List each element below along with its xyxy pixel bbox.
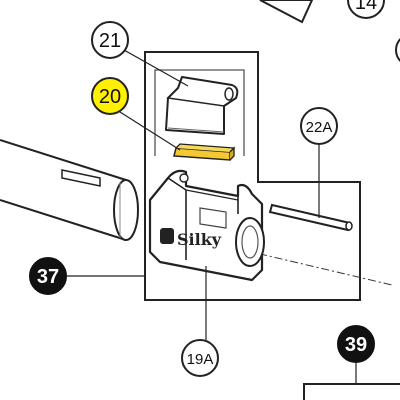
silky-logo: Silky [160, 228, 222, 249]
callout-19a: 19A [181, 339, 219, 377]
assembly-boundary [144, 51, 361, 301]
axis-centerline [149, 227, 393, 286]
callout-22a-label: 22A [306, 119, 333, 136]
callout-14: 14 [347, 0, 385, 19]
callout-20-label: 20 [99, 86, 121, 108]
silky-logo-text: Silky [177, 230, 222, 249]
callout-22a: 22A [300, 107, 338, 145]
cap [165, 76, 239, 135]
callout-14-label: 14 [355, 0, 377, 14]
callout-19a-label: 19A [187, 351, 214, 368]
callout-37: 37 [29, 257, 67, 295]
callout-39: 39 [337, 325, 375, 363]
leader-lines [64, 49, 357, 384]
callout-21-label: 21 [99, 30, 121, 52]
callout-39-label: 39 [345, 334, 367, 356]
housing-body [148, 169, 265, 282]
callout-20: 20 [91, 77, 129, 115]
adjacent-assembly-boundary [303, 383, 400, 400]
yellow-pad [173, 143, 236, 161]
callout-21: 21 [91, 21, 129, 59]
pin [268, 203, 353, 232]
subassembly-boundary [154, 69, 245, 156]
top-right-part [259, 0, 314, 24]
tube [0, 139, 139, 241]
callout-37-label: 37 [37, 266, 59, 288]
edge-callout-partial [395, 37, 400, 63]
